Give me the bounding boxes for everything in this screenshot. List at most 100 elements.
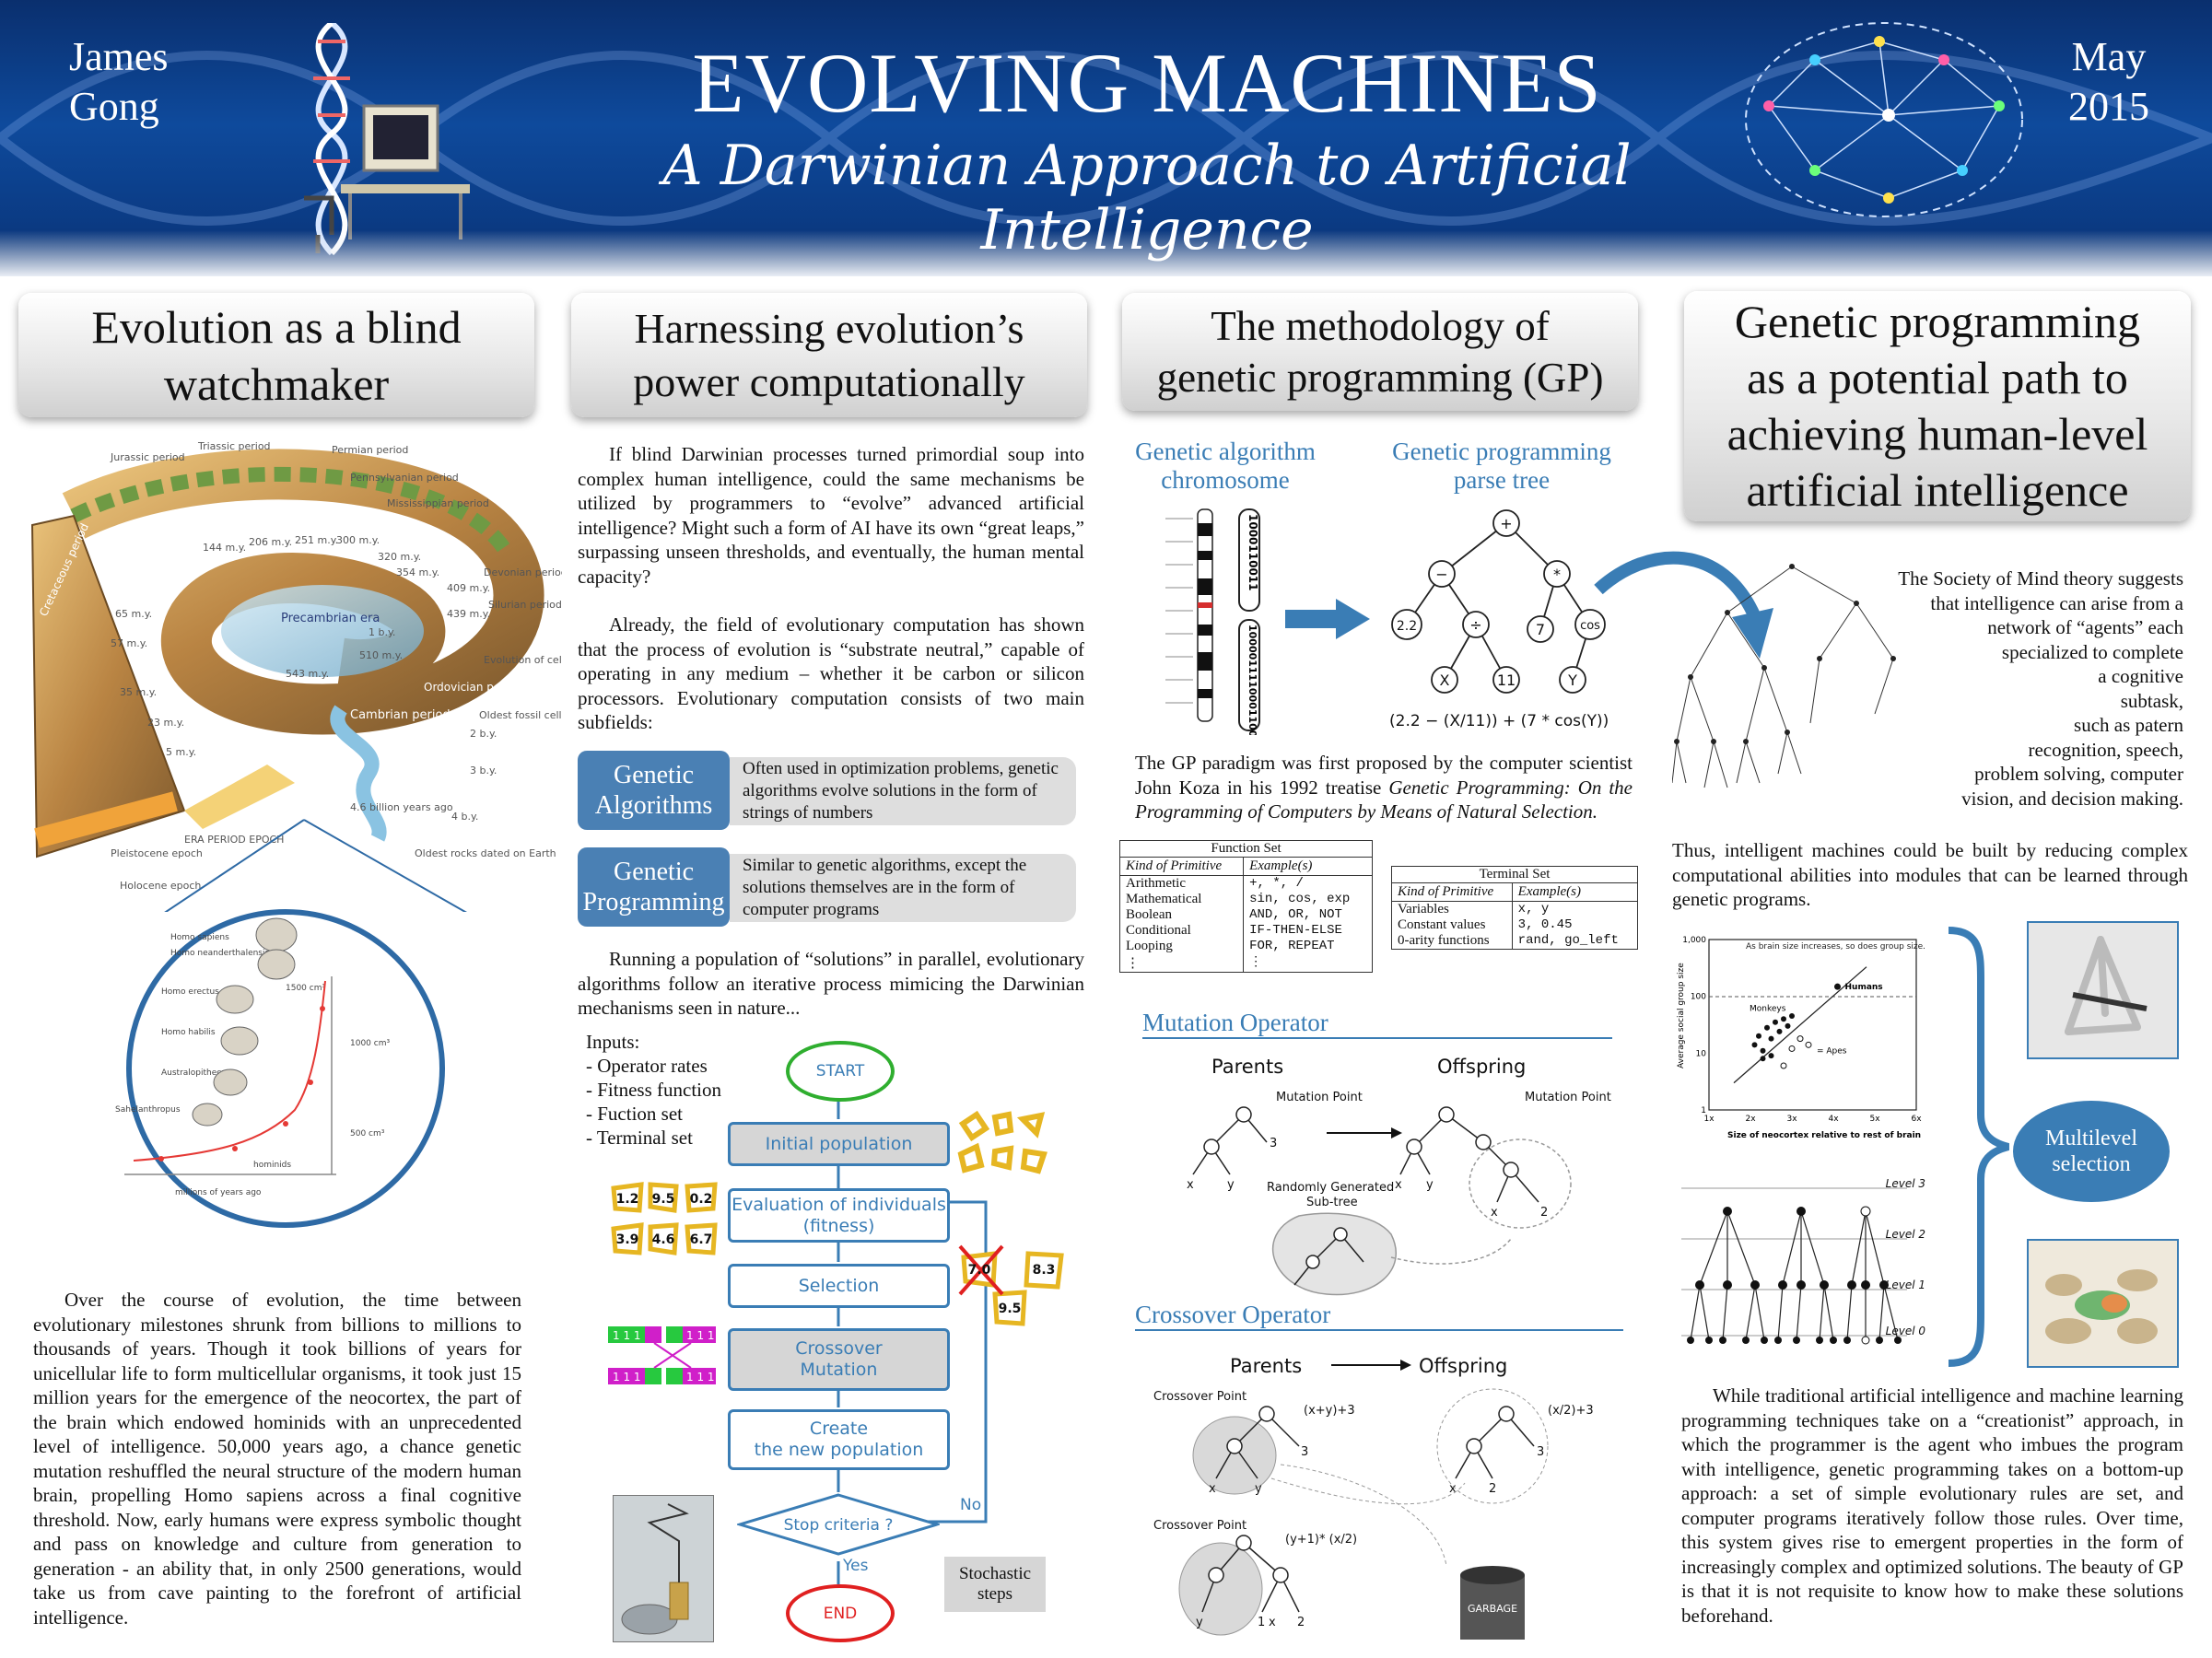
input-function-set: - Fuction set xyxy=(586,1103,683,1125)
gp-tree-line1: Genetic programming xyxy=(1392,438,1611,465)
chart-point-monkeys xyxy=(1781,1016,1786,1022)
mutation-parents: Parents xyxy=(1211,1056,1283,1078)
fs-example: sin, cos, exp xyxy=(1243,892,1373,907)
flow-initial-population: Initial population xyxy=(728,1122,950,1166)
flow-selection-label: Selection xyxy=(798,1275,880,1296)
label-billion: 4.6 billion years ago xyxy=(350,801,453,813)
gp-tree-line2: parse tree xyxy=(1453,466,1551,494)
mutation-point-2: Mutation Point xyxy=(1525,1091,1611,1104)
terminal-set-caption: Terminal Set xyxy=(1391,866,1638,882)
label-543my: 543 m.y. xyxy=(286,668,329,680)
dna-helix-background xyxy=(0,51,2212,226)
dunbar-scatter-chart: As brain size increases, so does group s… xyxy=(1677,936,1925,1140)
flow-stop-diamond: Stop criteria ? xyxy=(737,1493,940,1556)
cm-1500: 1500 cm³ xyxy=(286,984,325,993)
label-5my: 5 m.y. xyxy=(166,746,196,758)
hominid-sapiens: Homo sapiens xyxy=(170,933,229,942)
hominids-label: hominids xyxy=(253,1161,291,1170)
flow-create-line1: Create xyxy=(809,1419,869,1439)
society-of-mind-text: The Society of Mind theory suggests that… xyxy=(1797,566,2183,811)
col3-para-text: The GP paradigm was first proposed by th… xyxy=(1135,752,1633,799)
col3-heading: The methodology of genetic programming (… xyxy=(1122,293,1638,411)
ga-label-line2: Algorithms xyxy=(594,791,713,820)
chart-point-monkeys xyxy=(1751,1042,1758,1048)
chart-monkeys-label: Monkeys xyxy=(1750,1005,1786,1014)
ga-chromosome-line1: Genetic algorithm xyxy=(1135,438,1316,465)
chart-x-tick: 5x xyxy=(1869,1115,1880,1124)
author-last: Gong xyxy=(69,84,159,129)
gp-desc-box: Similar to genetic algorithms, except th… xyxy=(730,854,1076,922)
table-row: ⋮⋮ xyxy=(1120,954,1373,973)
gp-label-line2: Programming xyxy=(582,888,725,917)
poster-subtitle: A Darwinian Approach to Artificial Intel… xyxy=(662,134,1632,263)
svg-text:x: x xyxy=(1269,1616,1276,1629)
fs-example: AND, OR, NOT xyxy=(1243,907,1373,923)
input-fitness-function: - Fitness function xyxy=(586,1079,721,1101)
random-subtree-line2: Sub-tree xyxy=(1306,1196,1358,1209)
mutation-operator-diagram: Parents Offspring Mutation Point Mutatio… xyxy=(1187,1056,1611,1296)
stochastic-steps-box: Stochastic steps xyxy=(944,1557,1046,1612)
society-line: problem solving, computer xyxy=(1974,763,2183,785)
crossover-expr-2: (x/2)+3 xyxy=(1548,1404,1594,1418)
stochastic-line2: steps xyxy=(977,1584,1012,1604)
label-23my: 23 m.y. xyxy=(147,717,184,729)
inputs-list: Inputs: - Operator rates - Fitness funct… xyxy=(586,1030,721,1150)
svg-text:2: 2 xyxy=(1489,1482,1496,1496)
bits-1: 1 1 1 xyxy=(613,1329,641,1342)
svg-text:x: x xyxy=(1491,1206,1498,1220)
binary-string-1: 1000110011 xyxy=(1246,514,1259,591)
society-line: recognition, speech, xyxy=(2028,738,2183,761)
label-57my: 57 m.y. xyxy=(111,637,147,649)
table-row: Boolean AND, OR, NOT xyxy=(1120,907,1373,923)
chart-point-apes xyxy=(1780,1062,1787,1069)
table-row: Arithmetic+, *, / xyxy=(1120,875,1373,892)
col2-para3-block: Running a population of “solutions” in p… xyxy=(578,947,1084,1021)
flow-end-label: END xyxy=(823,1604,858,1623)
col4-thus: Thus, intelligent machines could be buil… xyxy=(1672,838,2188,912)
fitness-value-2: 9.5 xyxy=(652,1192,675,1207)
society-line: The Society of Mind theory suggests xyxy=(1898,567,2183,590)
chart-point-monkeys xyxy=(1785,1022,1791,1029)
bits-2: 1 1 1 xyxy=(686,1329,715,1342)
label-409my: 409 m.y. xyxy=(447,582,490,594)
fitness-value-6: 6.7 xyxy=(690,1232,713,1247)
col1-heading: Evolution as a blind watchmaker xyxy=(18,293,534,417)
tree-expression: (2.2 − (X/11)) + (7 * cos(Y)) xyxy=(1389,712,1609,730)
tree-node-y: Y xyxy=(1567,671,1577,689)
label-oldest-rocks: Oldest rocks dated on Earth xyxy=(415,847,556,859)
ts-example: 3, 0.45 xyxy=(1511,917,1638,933)
crossover-bits-diagram: 1 1 1 1 1 1 1 1 1 1 1 1 xyxy=(608,1326,716,1384)
right-arrow-chromosome-to-tree xyxy=(1285,599,1370,639)
level-1-label: Level 1 xyxy=(1886,1279,1925,1291)
svg-text:y: y xyxy=(1255,1482,1262,1496)
gp-label-line1: Genetic xyxy=(613,858,695,886)
svg-text:x: x xyxy=(1209,1482,1216,1496)
evolved-antenna-photo xyxy=(613,1495,714,1642)
col2-heading: Harnessing evolution’s power computation… xyxy=(571,293,1087,417)
ga-label-line1: Genetic xyxy=(613,761,695,789)
fs-kind: Conditional xyxy=(1126,923,1191,938)
fs-example: IF-THEN-ELSE xyxy=(1243,923,1373,939)
header-fade xyxy=(0,230,2212,276)
label-3by: 3 b.y. xyxy=(470,765,497,776)
col2-heading-line1: Harnessing evolution’s xyxy=(634,304,1024,352)
chart-point-monkeys xyxy=(1789,1013,1795,1020)
fitness-evaluated-shapes: 1.2 9.5 0.2 3.9 4.6 6.7 xyxy=(611,1182,718,1255)
chart-point-monkeys xyxy=(1768,1053,1774,1059)
svg-text:x: x xyxy=(1187,1178,1194,1192)
tree-node-x: X xyxy=(1440,671,1450,689)
label-evolution-cells: Evolution of cells with nucleus xyxy=(484,654,562,666)
garbage-label: GARBAGE xyxy=(1468,1603,1517,1615)
label-439my: 439 m.y. xyxy=(447,608,490,620)
label-35my: 35 m.y. xyxy=(120,686,157,698)
fs-kind: Boolean xyxy=(1126,907,1172,922)
label-permian: Permian period xyxy=(332,444,408,456)
col3-para-title: Genetic Programming: On the Programming … xyxy=(1135,776,1633,823)
chart-humans-label: Humans xyxy=(1845,983,1883,992)
population-shapes xyxy=(957,1110,1047,1174)
gp-tree-title: Genetic programming parse tree xyxy=(1373,438,1631,495)
hominid-erectus: Homo erectus xyxy=(161,987,219,997)
label-precambrian: Precambrian era xyxy=(281,612,380,625)
flow-stop-label: Stop criteria ? xyxy=(784,1516,894,1535)
